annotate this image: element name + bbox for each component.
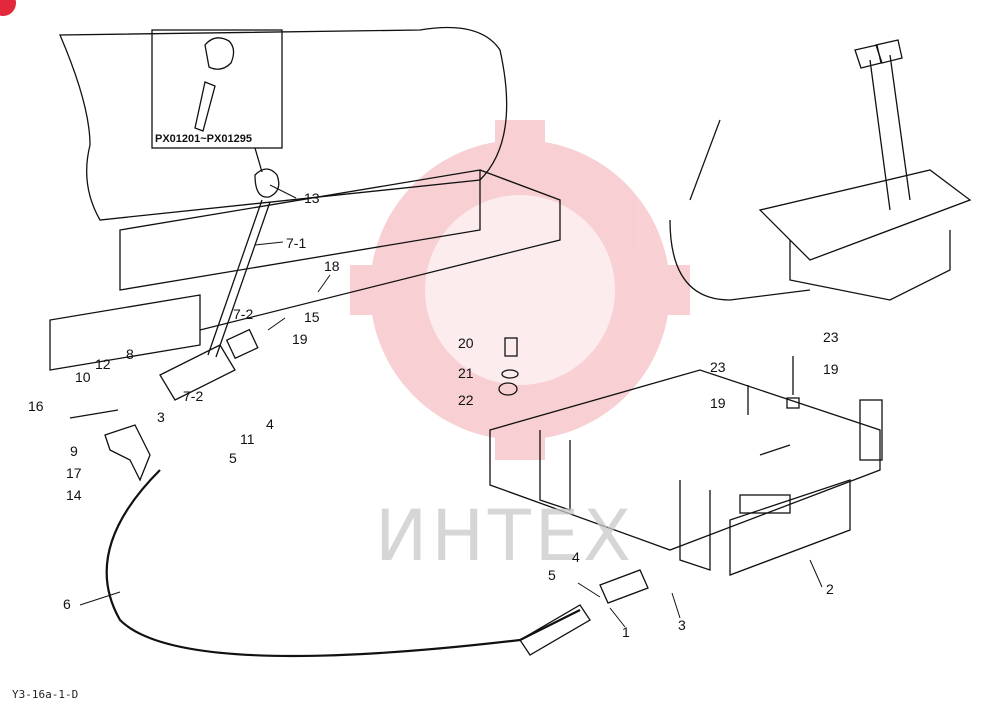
drawing-code: Y3-16a-1-D [12, 688, 79, 701]
callout-12: 12 [95, 356, 111, 372]
callout-3-right: 3 [678, 617, 686, 633]
callout-7-2-upper: 7-2 [233, 306, 254, 322]
callout-22: 22 [458, 392, 474, 408]
callout-15: 15 [304, 309, 320, 325]
washer-22 [498, 382, 518, 396]
callout-3-left: 3 [157, 409, 165, 425]
inset-serial-range: PX01201~PX01295 [155, 133, 252, 145]
callout-13: 13 [304, 190, 320, 206]
lever-knob [254, 168, 280, 198]
callout-18: 18 [324, 258, 340, 274]
valve-handle-a [854, 44, 882, 69]
callout-5-left: 5 [229, 450, 237, 466]
nut-19 [786, 397, 800, 409]
inset-knob [204, 37, 235, 70]
washer-21 [501, 369, 519, 379]
corner-badge [0, 0, 16, 16]
callout-14: 14 [66, 487, 82, 503]
callout-8: 8 [126, 346, 134, 362]
bolt-20 [504, 337, 518, 357]
callout-2: 2 [826, 581, 834, 597]
callout-19-left: 19 [292, 331, 308, 347]
watermark-text: ИНТЕХ [375, 495, 635, 577]
callout-7-1: 7-1 [286, 235, 307, 251]
callout-21: 21 [458, 365, 474, 381]
inset-pointer [254, 147, 263, 173]
callout-5-right: 5 [548, 567, 556, 583]
console-box [49, 294, 201, 371]
lever-shaft-a [207, 199, 263, 356]
mounting-frame [489, 369, 881, 551]
callout-4-right: 4 [572, 549, 580, 565]
lever-pivot-assy [159, 344, 236, 401]
lever-shaft-b [215, 201, 271, 358]
valve-lever-b [889, 54, 911, 201]
inset-frame [151, 29, 283, 149]
valve-lever-a [869, 59, 891, 211]
callout-9: 9 [70, 443, 78, 459]
seat-base [119, 169, 481, 291]
callout-19-mid: 19 [710, 395, 726, 411]
callout-1: 1 [622, 624, 630, 640]
callout-4-left: 4 [266, 416, 274, 432]
callout-7-2-lower: 7-2 [183, 388, 204, 404]
callout-6: 6 [63, 596, 71, 612]
linkage-cable [669, 219, 811, 301]
callout-11: 11 [240, 431, 255, 447]
callout-20: 20 [458, 335, 474, 351]
frame-2 [729, 479, 851, 576]
inset-lever-stub [194, 81, 216, 132]
bracket-9 [104, 424, 151, 482]
linkage-rod [689, 119, 721, 201]
control-cable [105, 469, 581, 658]
cable-clamp-1 [599, 569, 649, 604]
callout-23-right: 23 [823, 329, 839, 345]
callout-10: 10 [75, 369, 91, 385]
callout-17: 17 [66, 465, 82, 481]
bolt-16 [69, 409, 119, 419]
callout-16: 16 [28, 398, 44, 414]
valve-handle-b [875, 39, 903, 64]
callout-23-left: 23 [710, 359, 726, 375]
control-valve-block [758, 169, 972, 261]
cable-end-fitting [519, 604, 591, 656]
callout-19-right: 19 [823, 361, 839, 377]
